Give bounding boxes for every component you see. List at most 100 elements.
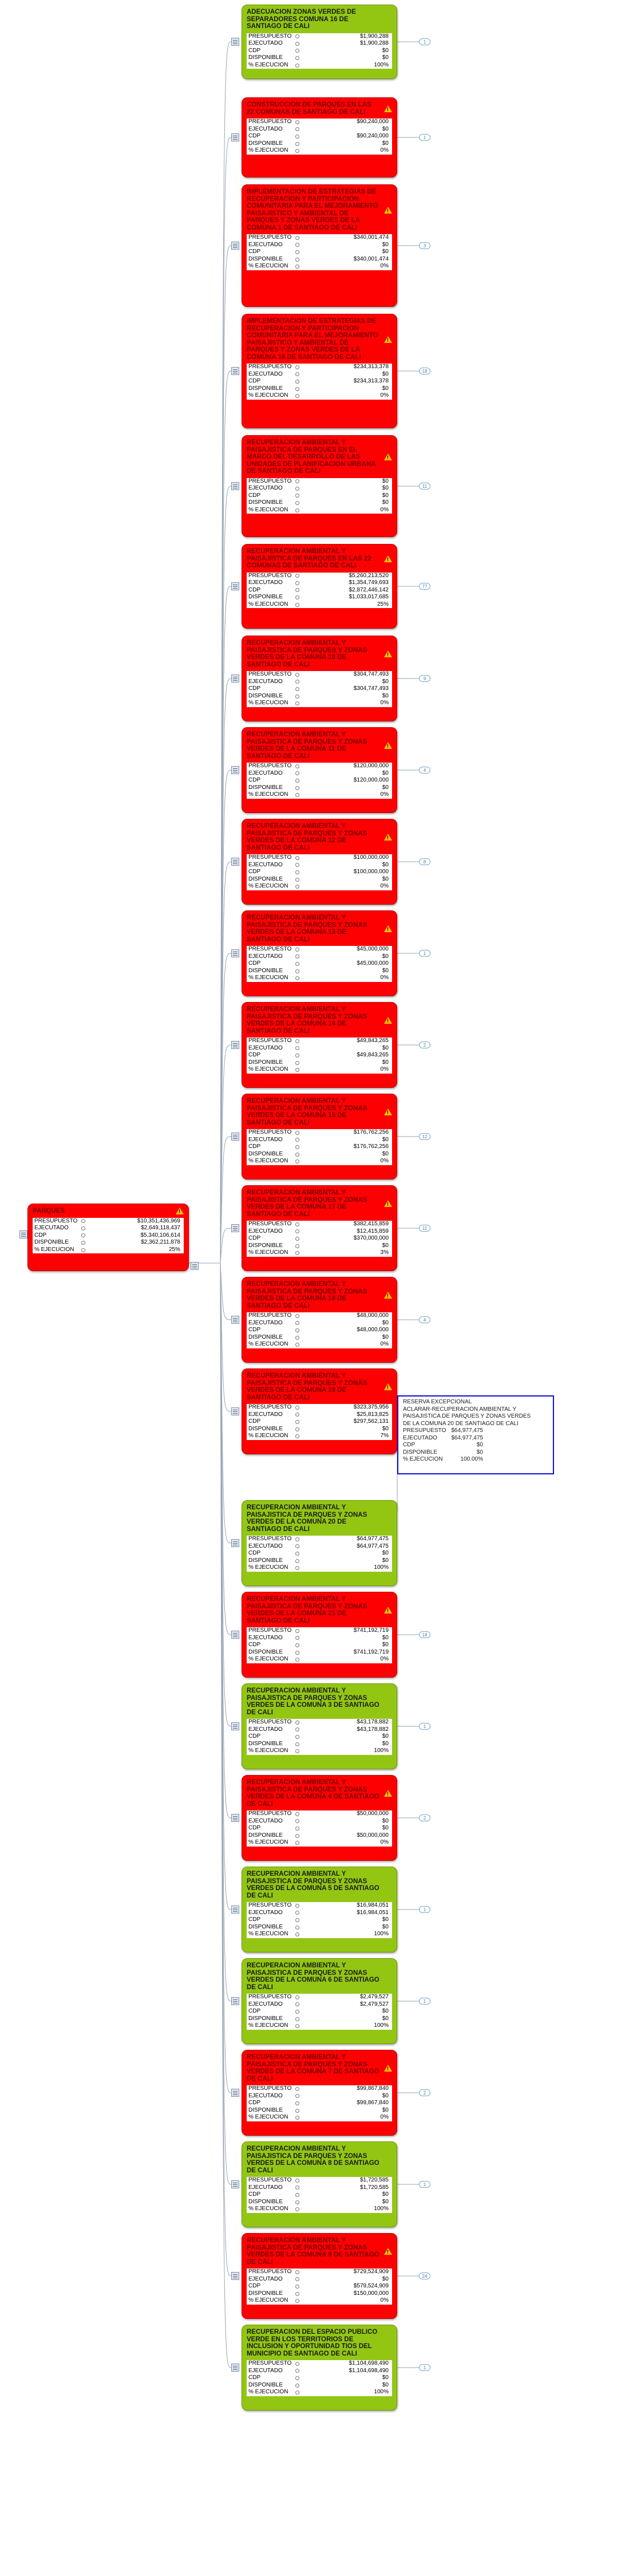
child-count-badge[interactable]: 2 xyxy=(419,2089,430,2096)
topic-title: RECUPERACION AMBIENTAL Y PAISAJISTICA DE… xyxy=(247,1006,392,1035)
topic-node[interactable]: RECUPERACION AMBIENTAL Y PAISAJISTICA DE… xyxy=(242,1368,397,1454)
root-node-parques[interactable]: PARQUES PRESUPUESTO$10,351,436,969 EJECU… xyxy=(27,1204,189,1271)
child-count-badge[interactable]: 77 xyxy=(419,583,430,590)
child-count-badge[interactable]: 3 xyxy=(419,242,430,249)
topic-node[interactable]: IMPLEMENTACION DE ESTRATEGIAS DE RECUPER… xyxy=(242,314,397,428)
child-count-badge[interactable]: 18 xyxy=(419,1631,430,1638)
topic-expand-icon[interactable] xyxy=(231,2272,239,2280)
child-count-badge[interactable]: 1 xyxy=(419,2364,430,2371)
stat-row-cdp: CDP$0 xyxy=(248,47,389,54)
topic-node[interactable]: RECUPERACION AMBIENTAL Y PAISAJISTICA DE… xyxy=(242,1094,397,1179)
topic-expand-icon[interactable] xyxy=(231,367,239,375)
root-stats: PRESUPUESTO$10,351,436,969 EJECUTADO$2,6… xyxy=(33,1217,184,1254)
stat-row-presupuesto: PRESUPUESTO$741,192,719 xyxy=(248,1627,389,1634)
topic-expand-icon[interactable] xyxy=(231,1631,239,1639)
topic-expand-icon[interactable] xyxy=(231,482,239,490)
topic-expand-icon[interactable] xyxy=(231,1539,239,1547)
child-count-badge[interactable]: 1 xyxy=(419,1723,430,1730)
child-count-badge[interactable]: 2 xyxy=(419,1814,430,1821)
topic-expand-icon[interactable] xyxy=(231,1997,239,2005)
stat-row-disponible: DISPONIBLE$0 xyxy=(248,1740,389,1747)
topic-expand-icon[interactable] xyxy=(231,1814,239,1822)
topic-node[interactable]: RECUPERACION AMBIENTAL Y PAISAJISTICA DE… xyxy=(242,910,397,996)
child-count-badge[interactable]: 2 xyxy=(419,1042,430,1048)
topic-expand-icon[interactable] xyxy=(231,582,239,590)
topic-title: RECUPERACION AMBIENTAL Y PAISAJISTICA DE… xyxy=(247,1098,392,1126)
topic-node[interactable]: RECUPERACION DEL ESPACIO PUBLICO VERDE E… xyxy=(242,2325,397,2411)
child-count-badge[interactable]: 11 xyxy=(419,483,430,490)
topic-node[interactable]: RECUPERACION AMBIENTAL Y PAISAJISTICA DE… xyxy=(242,819,397,905)
topic-expand-icon[interactable] xyxy=(231,1133,239,1141)
topic-node[interactable]: RECUPERACION AMBIENTAL Y PAISAJISTICA DE… xyxy=(242,544,397,629)
child-count-badge[interactable]: 12 xyxy=(419,1133,430,1140)
topic-expand-icon[interactable] xyxy=(231,242,239,250)
topic-node[interactable]: RECUPERACION AMBIENTAL Y PAISAJISTICA DE… xyxy=(242,1277,397,1363)
child-count-badge[interactable]: 1 xyxy=(419,1906,430,1913)
child-count-badge[interactable]: 11 xyxy=(419,1225,430,1232)
stat-row-presupuesto: PRESUPUESTO$340,001,474 xyxy=(248,234,389,240)
topic-node[interactable]: RECUPERACION AMBIENTAL Y PAISAJISTICA DE… xyxy=(242,1958,397,2044)
topic-node[interactable]: RECUPERACION AMBIENTAL Y PAISAJISTICA DE… xyxy=(242,1775,397,1861)
stat-row-cdp: CDP$99,867,840 xyxy=(248,2100,389,2106)
topic-node[interactable]: RECUPERACION AMBIENTAL Y PAISAJISTICA DE… xyxy=(242,727,397,813)
topic-node[interactable]: RECUPERACION AMBIENTAL Y PAISAJISTICA DE… xyxy=(242,2141,397,2227)
child-count-badge[interactable]: 1 xyxy=(419,1998,430,2005)
child-count-badge[interactable]: 4 xyxy=(419,1316,430,1323)
topic-expand-icon[interactable] xyxy=(231,1906,239,1914)
topic-node[interactable]: RECUPERACION AMBIENTAL Y PAISAJISTICA DE… xyxy=(242,1683,397,1769)
child-count-badge[interactable]: 24 xyxy=(419,2273,430,2279)
topic-expand-icon[interactable] xyxy=(231,674,239,683)
status-dot-icon xyxy=(295,134,299,139)
child-count-badge[interactable]: 18 xyxy=(419,368,430,374)
status-dot-icon xyxy=(295,1749,299,1754)
topic-node[interactable]: RECUPERACION AMBIENTAL Y PAISAJISTICA DE… xyxy=(242,1500,397,1586)
child-count-badge[interactable]: 1 xyxy=(419,134,430,141)
topic-node[interactable]: CONSTRUCCION DE PARQUES EN LAS 22 COMUNA… xyxy=(242,97,397,177)
topic-node[interactable]: RECUPERACION AMBIENTAL Y PAISAJISTICA DE… xyxy=(242,435,397,537)
topic-node[interactable]: RECUPERACION AMBIENTAL Y PAISAJISTICA DE… xyxy=(242,2233,397,2319)
topic-expand-icon[interactable] xyxy=(231,1316,239,1324)
topic-node[interactable]: ADECUACION ZONAS VERDES DE SEPARADORES C… xyxy=(242,5,397,79)
topic-expand-icon[interactable] xyxy=(231,1041,239,1049)
status-dot-icon xyxy=(295,786,299,790)
topic-expand-icon[interactable] xyxy=(19,1230,27,1238)
warning-icon xyxy=(384,1108,392,1117)
child-count-badge[interactable]: 4 xyxy=(419,767,430,774)
topic-expand-icon[interactable] xyxy=(231,1722,239,1730)
topic-expand-icon[interactable] xyxy=(231,133,239,141)
topic-node[interactable]: RECUPERACION AMBIENTAL Y PAISAJISTICA DE… xyxy=(242,2050,397,2136)
topic-expand-icon[interactable] xyxy=(231,2180,239,2188)
status-dot-icon xyxy=(295,1046,299,1051)
child-count-badge[interactable]: 1 xyxy=(419,950,430,957)
topic-node[interactable]: RECUPERACION AMBIENTAL Y PAISAJISTICA DE… xyxy=(242,1002,397,1088)
status-dot-icon xyxy=(295,1911,299,1915)
topic-expand-icon[interactable] xyxy=(231,2364,239,2372)
topic-node[interactable]: RECUPERACION AMBIENTAL Y PAISAJISTICA DE… xyxy=(242,1185,397,1271)
topic-expand-icon[interactable] xyxy=(231,1224,239,1232)
child-count-badge[interactable]: 8 xyxy=(419,858,430,865)
stat-row-ejecutado: EJECUTADO$43,178,882 xyxy=(248,1726,389,1733)
child-count-badge[interactable]: 1 xyxy=(419,2181,430,2188)
child-count-badge[interactable]: 1 xyxy=(419,38,430,45)
status-dot-icon xyxy=(295,1727,299,1732)
child-count-badge[interactable]: 9 xyxy=(419,675,430,682)
status-dot-icon xyxy=(295,1313,299,1318)
status-dot-icon xyxy=(295,1343,299,1347)
topic-node[interactable]: RECUPERACION AMBIENTAL Y PAISAJISTICA DE… xyxy=(242,1867,397,1952)
topic-expand-icon[interactable] xyxy=(231,766,239,774)
topic-node[interactable]: IMPLEMENTACION DE ESTRATEGIAS DE RECUPER… xyxy=(242,184,397,307)
topic-collapse-icon[interactable] xyxy=(191,1262,199,1270)
topic-expand-icon[interactable] xyxy=(231,949,239,957)
status-dot-icon xyxy=(295,2009,299,2014)
topic-expand-icon[interactable] xyxy=(231,2089,239,2097)
topic-node[interactable]: RECUPERACION AMBIENTAL Y PAISAJISTICA DE… xyxy=(242,1592,397,1678)
status-dot-icon xyxy=(295,1236,299,1241)
topic-expand-icon[interactable] xyxy=(231,858,239,866)
topic-expand-icon[interactable] xyxy=(231,38,239,46)
topic-expand-icon[interactable] xyxy=(231,1407,239,1415)
topic-node[interactable]: RECUPERACION AMBIENTAL Y PAISAJISTICA DE… xyxy=(242,636,397,721)
